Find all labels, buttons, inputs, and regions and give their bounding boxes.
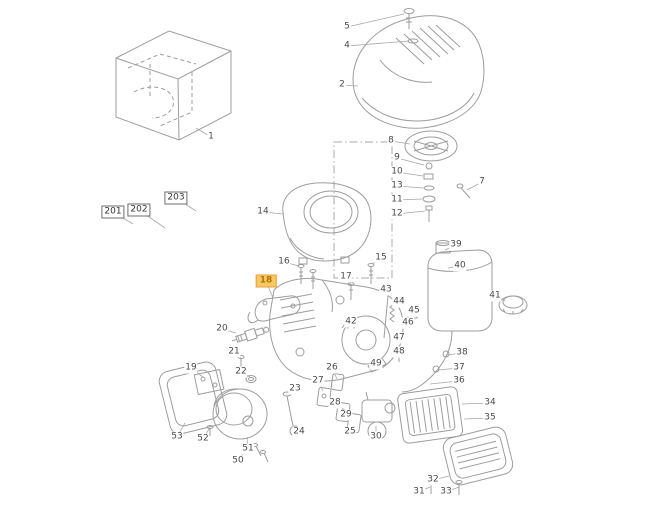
part-label-37[interactable]: 37 [452,362,466,374]
starter-pulley-art [404,130,458,162]
bolt-7-art [456,183,471,199]
part-label-16[interactable]: 16 [277,256,291,268]
part-label-11[interactable]: 11 [390,194,404,206]
part-label-39[interactable]: 39 [449,239,463,251]
part-label-42[interactable]: 42 [344,316,358,328]
part-label-13[interactable]: 13 [390,180,404,192]
leader-line-5 [346,13,405,28]
part-label-44[interactable]: 44 [392,296,406,308]
part-label-49[interactable]: 49 [369,358,383,370]
screw-52-art [206,425,214,436]
part-label-47[interactable]: 47 [392,332,406,344]
leader-line-4 [346,40,410,47]
part-label-5[interactable]: 5 [343,21,351,33]
part-label-41[interactable]: 41 [488,290,502,302]
part-label-52[interactable]: 52 [196,433,210,445]
part-label-43[interactable]: 43 [379,284,393,296]
part-label-28[interactable]: 28 [328,397,342,409]
part-label-31[interactable]: 31 [412,486,426,498]
part-label-32[interactable]: 32 [426,474,440,486]
blower-housing-art [282,182,372,265]
leader-line-9 [396,157,425,166]
part-label-201[interactable]: 201 [101,205,125,219]
part-label-30[interactable]: 30 [369,431,383,443]
part-label-7[interactable]: 7 [478,176,486,188]
part-label-36[interactable]: 36 [452,375,466,387]
part-label-19[interactable]: 19 [184,362,198,374]
part-label-51[interactable]: 51 [241,443,255,455]
air-filter-cover-art [442,426,514,486]
part-label-50[interactable]: 50 [231,455,245,467]
part-label-38[interactable]: 38 [455,347,469,359]
part-label-46[interactable]: 46 [401,317,415,329]
air-filter-art [397,386,464,444]
part-label-25[interactable]: 25 [343,426,357,438]
spark-plug-art [231,326,270,343]
part-label-1[interactable]: 1 [207,131,215,143]
part-label-17[interactable]: 17 [339,271,353,283]
part-label-48[interactable]: 48 [392,346,406,358]
part-label-24[interactable]: 24 [292,426,306,438]
part-label-27[interactable]: 27 [311,375,325,387]
part-label-12[interactable]: 12 [390,208,404,220]
packaging-box-art [115,30,232,141]
part-label-35[interactable]: 35 [483,412,497,424]
part-label-14[interactable]: 14 [256,206,270,218]
part-label-34[interactable]: 34 [483,397,497,409]
muffler-art [212,388,269,463]
gasket-22-art [245,375,257,383]
starter-fasteners-art [422,162,436,222]
engine-cover-art [352,15,485,129]
fuel-cap-art [498,295,528,315]
part-label-22[interactable]: 22 [234,366,248,378]
part-label-33[interactable]: 33 [439,486,453,498]
part-label-15[interactable]: 15 [374,252,388,264]
part-label-203[interactable]: 203 [164,191,188,205]
part-label-9[interactable]: 9 [393,152,401,164]
part-label-40[interactable]: 40 [453,260,467,272]
part-label-45[interactable]: 45 [407,305,421,317]
part-label-202[interactable]: 202 [127,203,151,217]
part-label-2[interactable]: 2 [338,79,346,91]
part-label-20[interactable]: 20 [215,323,229,335]
part-label-18[interactable]: 18 [255,274,277,288]
part-label-8[interactable]: 8 [387,135,395,147]
part-label-53[interactable]: 53 [170,431,184,443]
part-label-10[interactable]: 10 [390,166,404,178]
part-label-29[interactable]: 29 [339,409,353,421]
cover-screw-art [403,8,415,29]
part-label-4[interactable]: 4 [343,40,351,52]
fuel-line-art [401,330,453,393]
part-label-23[interactable]: 23 [288,383,302,395]
part-label-26[interactable]: 26 [325,362,339,374]
part-label-21[interactable]: 21 [227,346,241,358]
